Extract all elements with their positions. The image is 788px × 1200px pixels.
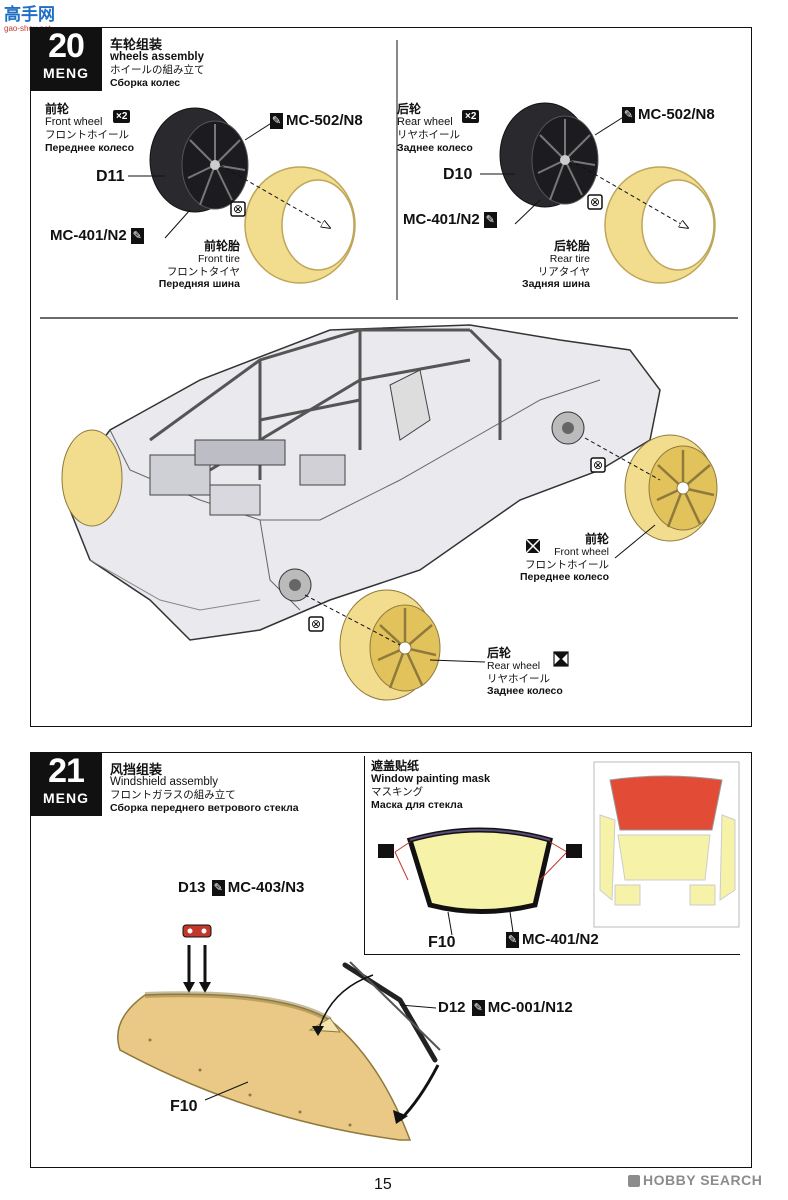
front-paint-inner: MC-401/N2✎ bbox=[50, 227, 147, 245]
front-wheel-ru: Переднее колесо bbox=[45, 141, 134, 154]
front-paint-inner-code: MC-401/N2 bbox=[50, 227, 127, 244]
brush-icon: ✎ bbox=[483, 212, 497, 229]
step-21-badge: 21 MENG bbox=[30, 752, 102, 816]
callout-rear-jp: リヤホイール bbox=[487, 672, 550, 685]
front-tire-jp: フロントタイヤ bbox=[166, 265, 240, 278]
title-ru: Сборка колес bbox=[110, 76, 181, 89]
watermark-glyphs: 高手网 bbox=[4, 5, 55, 24]
mask-jp: マスキング bbox=[371, 786, 424, 798]
d12-paint: MC-001/N12 bbox=[487, 999, 573, 1016]
rear-tire-en: Rear tire bbox=[549, 253, 590, 265]
mask-en: Window painting mask bbox=[371, 773, 491, 785]
footer-watermark: HOBBY SEARCH bbox=[628, 1172, 762, 1188]
mask-ru: Маска для стекла bbox=[371, 798, 463, 811]
step-20-panel bbox=[30, 27, 752, 727]
rear-paint-outer-code: MC-502/N8 bbox=[638, 106, 715, 123]
mask-paint: ✎MC-401/N2 bbox=[506, 931, 599, 949]
page-number: 15 bbox=[374, 1176, 392, 1193]
brush-icon: ✎ bbox=[622, 107, 635, 124]
rear-tire-jp: リアタイヤ bbox=[537, 265, 590, 278]
d13-label: D13 ✎MC-403/N3 bbox=[178, 879, 305, 897]
rear-wheel-cn: 后轮 bbox=[397, 102, 422, 116]
d12-label: D12 ✎MC-001/N12 bbox=[438, 999, 573, 1017]
callout-rear-wheel: 后轮 Rear wheel リヤホイール Заднее колесо bbox=[487, 647, 563, 698]
brush-icon: ✎ bbox=[506, 932, 519, 949]
front-wheel-cn: 前轮 bbox=[45, 102, 70, 116]
front-quantity-badge: ×2 bbox=[113, 110, 131, 123]
front-tire-label: 前轮胎 Front tire フロントタイヤ Передняя шина bbox=[150, 240, 240, 291]
callout-front-jp: フロントホイール bbox=[525, 558, 609, 571]
rear-tire-label: 后轮胎 Rear tire リアタイヤ Задняя шина bbox=[500, 240, 590, 291]
front-part-d11: D11 bbox=[96, 168, 125, 185]
callout-front-wheel: 前轮 Front wheel フロントホイール Переднее колесо bbox=[513, 533, 609, 584]
title-en: wheels assembly bbox=[110, 51, 204, 63]
front-wheel-jp: フロントホイール bbox=[45, 129, 129, 141]
title-en: Windshield assembly bbox=[110, 776, 219, 788]
front-tire-en: Front tire bbox=[197, 253, 240, 265]
rear-wheel-jp: リヤホイール bbox=[397, 129, 460, 141]
rear-wheel-ru: Заднее колесо bbox=[397, 141, 473, 154]
rear-tire-ru: Задняя шина bbox=[522, 278, 590, 290]
step-number: 21 bbox=[48, 752, 85, 790]
brush-icon: ✎ bbox=[471, 1000, 485, 1017]
front-wheel-label: 前轮 Front wheel フロントホイール Переднее колесо bbox=[45, 103, 134, 154]
front-tire-cn: 前轮胎 bbox=[203, 239, 240, 253]
rear-wheel-label: 后轮 Rear wheel リヤホイール Заднее колесо bbox=[397, 103, 473, 154]
callout-front-ru: Переднее колесо bbox=[520, 571, 609, 583]
mask-paint-code: MC-401/N2 bbox=[522, 931, 599, 948]
title-ru: Сборка переднего ветрового стекла bbox=[110, 801, 299, 814]
callout-rear-cn: 后轮 bbox=[487, 646, 512, 660]
rear-paint-inner-code: MC-401/N2 bbox=[403, 211, 480, 228]
rear-quantity-badge: ×2 bbox=[462, 110, 480, 123]
footer-watermark-text: HOBBY SEARCH bbox=[643, 1172, 763, 1188]
d12-part: D12 bbox=[438, 999, 466, 1016]
glass-part-f10: F10 bbox=[170, 1098, 198, 1115]
callout-front-en: Front wheel bbox=[554, 546, 609, 558]
rear-wheel-en: Rear wheel bbox=[397, 116, 453, 128]
hobby-search-icon bbox=[628, 1175, 640, 1188]
mask-inset-box bbox=[364, 756, 740, 955]
step-20-badge: 20 MENG bbox=[30, 27, 102, 91]
title-cn: 车轮组装 bbox=[110, 37, 163, 52]
d13-paint: MC-403/N3 bbox=[227, 879, 305, 896]
callout-rear-ru: Заднее колесо bbox=[487, 685, 563, 697]
brush-icon: ✎ bbox=[270, 113, 283, 130]
rear-paint-outer: ✎MC-502/N8 bbox=[622, 106, 715, 124]
front-wheel-en: Front wheel bbox=[45, 116, 103, 128]
brand-logo: MENG bbox=[43, 65, 89, 81]
front-tire-ru: Передняя шина bbox=[158, 278, 240, 290]
rear-tire-cn: 后轮胎 bbox=[553, 239, 590, 253]
front-paint-outer: ✎MC-502/N8 bbox=[270, 112, 363, 130]
front-paint-outer-code: MC-502/N8 bbox=[286, 112, 363, 129]
brush-icon: ✎ bbox=[130, 228, 144, 245]
top-watermark: 高手网 gao-shou.net bbox=[4, 5, 74, 34]
mask-label: 遮盖贴纸 Window painting mask マスキング Маска дл… bbox=[371, 760, 490, 811]
step-20-title: 车轮组装 wheels assembly ホイールの組み立て Сборка ко… bbox=[110, 38, 205, 89]
rear-part-d10: D10 bbox=[443, 166, 473, 183]
brand-logo: MENG bbox=[43, 790, 89, 806]
mask-part-f10: F10 bbox=[428, 934, 456, 951]
watermark-url: gao-shou.net bbox=[4, 24, 51, 33]
callout-rear-en: Rear wheel bbox=[487, 660, 541, 672]
title-jp: ホイールの組み立て bbox=[110, 64, 205, 76]
brush-icon: ✎ bbox=[211, 880, 225, 897]
title-cn: 风挡组装 bbox=[110, 762, 163, 777]
title-jp: フロントガラスの組み立て bbox=[110, 789, 236, 801]
callout-front-cn: 前轮 bbox=[584, 532, 609, 546]
step-21-title: 风挡组装 Windshield assembly フロントガラスの組み立て Сб… bbox=[110, 763, 299, 814]
mask-cn: 遮盖贴纸 bbox=[371, 759, 420, 773]
d13-part: D13 bbox=[178, 879, 206, 896]
rear-paint-inner: MC-401/N2✎ bbox=[403, 211, 500, 229]
step-number: 20 bbox=[48, 27, 85, 65]
